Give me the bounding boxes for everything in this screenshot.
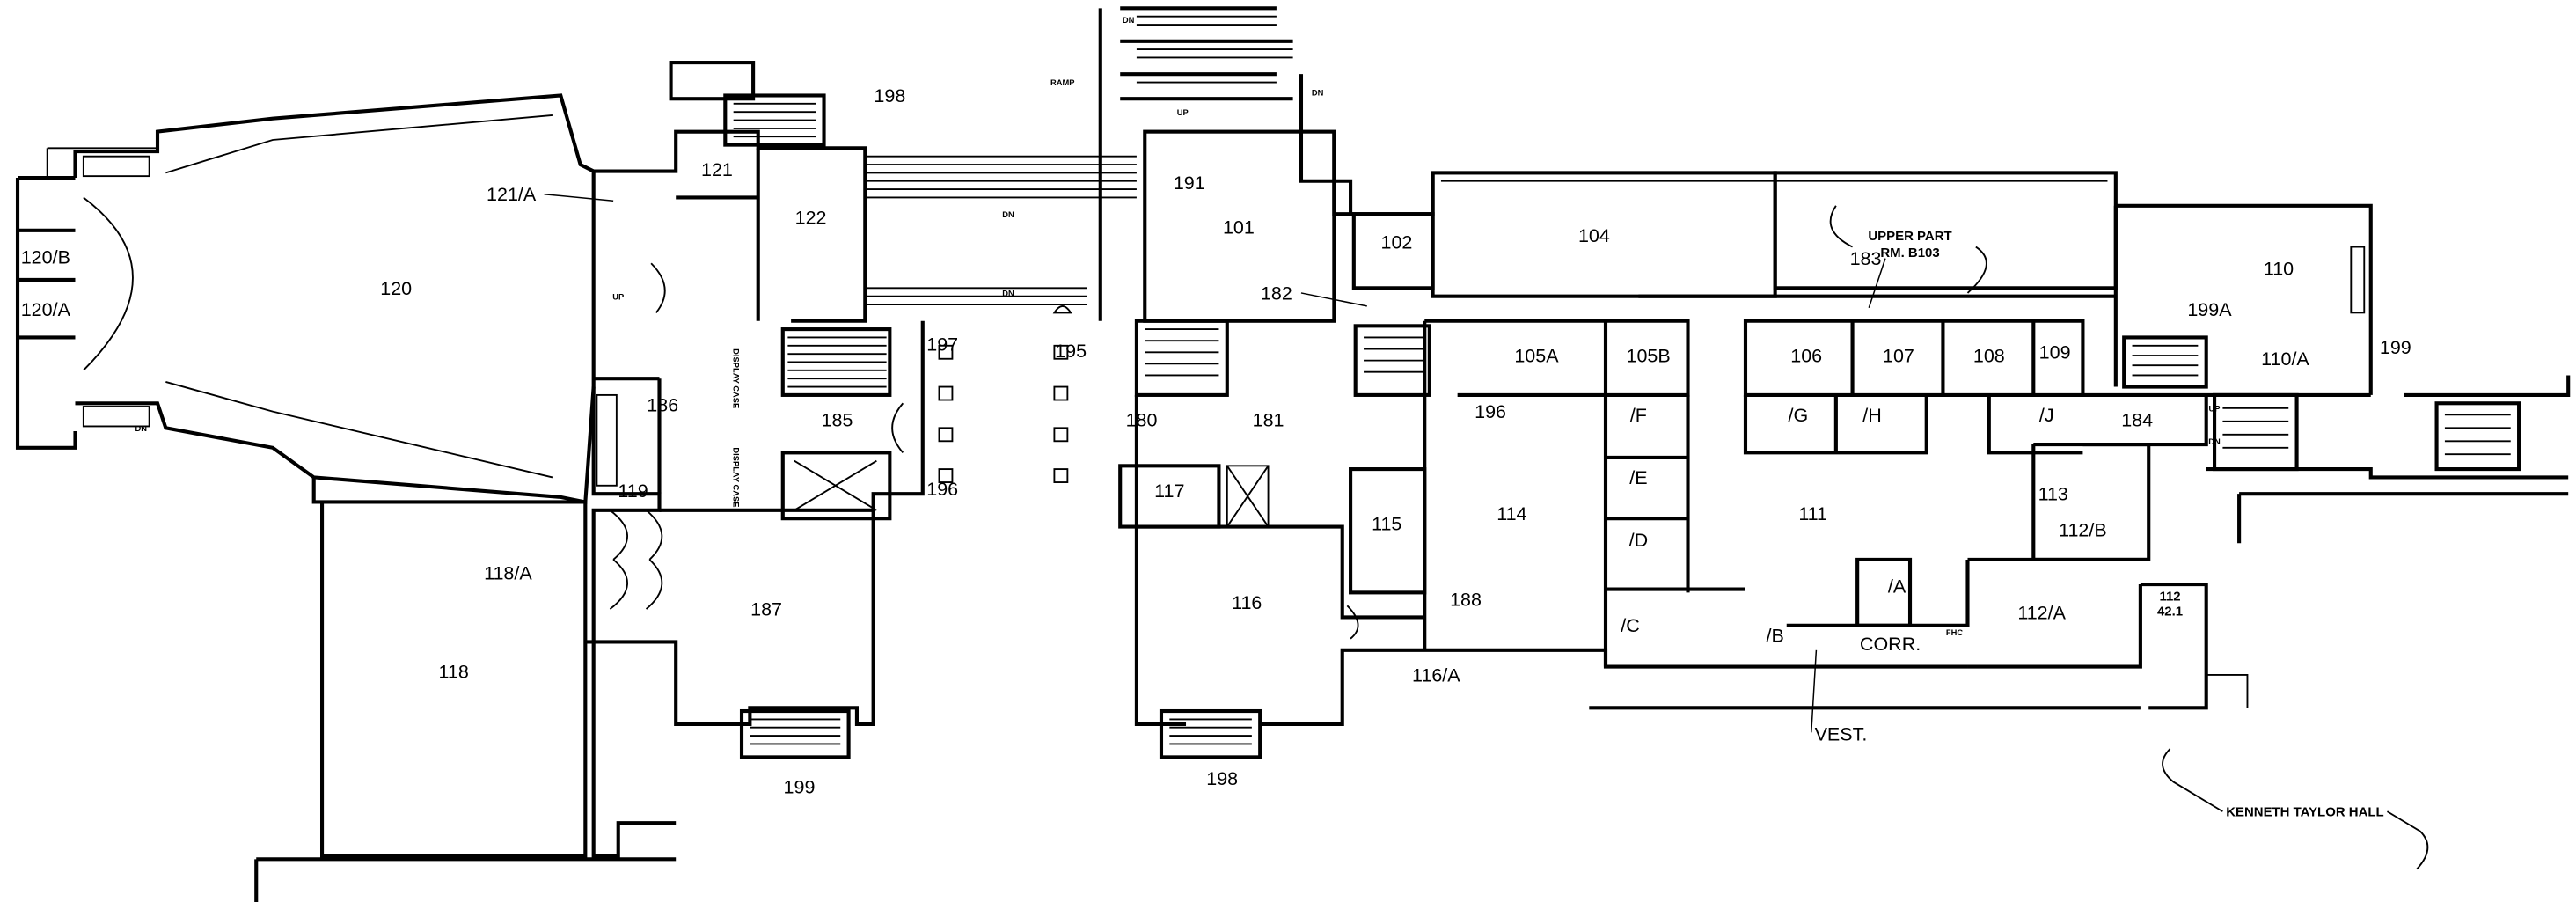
- room-108: 108: [1973, 345, 2005, 366]
- room-107: 107: [1883, 345, 1914, 366]
- room-114: 114: [1497, 503, 1526, 524]
- center-building-walls: [1118, 129, 1608, 759]
- room-184: 184: [2121, 409, 2153, 430]
- room-105B: 105B: [1627, 345, 1671, 366]
- ramp-label: RAMP: [1050, 78, 1075, 87]
- room-181: 181: [1253, 409, 1284, 430]
- dn-label: DN: [1002, 210, 1014, 219]
- room-185: 185: [822, 409, 853, 430]
- room-116A: 116/A: [1412, 664, 1460, 686]
- room-102: 102: [1381, 231, 1413, 253]
- display-case-label: DISPLAY CASE: [732, 447, 741, 507]
- room-A: /A: [1888, 576, 1906, 597]
- room-199-west: 199: [784, 777, 816, 798]
- room-180: 180: [1126, 409, 1158, 430]
- room-119: 119: [618, 480, 648, 502]
- room-labels: 121/A 120 120/B 120/A 121 122 198 186 18…: [21, 85, 2411, 820]
- room-113: 113: [2038, 484, 2068, 505]
- room-182: 182: [1261, 282, 1292, 304]
- upper-part-note: UPPER PART: [1868, 229, 1951, 244]
- room-183: 183: [1850, 248, 1882, 269]
- up-label: UP: [2209, 405, 2221, 414]
- room-D: /D: [1629, 530, 1649, 551]
- room-C: /C: [1621, 615, 1640, 636]
- dn-label: DN: [135, 424, 148, 433]
- room-H: /H: [1862, 405, 1882, 426]
- room-F: /F: [1630, 405, 1647, 426]
- room-112A: 112/A: [2017, 602, 2066, 623]
- room-120: 120: [380, 278, 412, 299]
- room-104: 104: [1578, 225, 1610, 246]
- room-191: 191: [1174, 172, 1205, 194]
- stair-marks: RAMP DN DN DN DN UP UP UP DN DN FHC DISP…: [135, 16, 2221, 637]
- dn-label: DN: [1123, 16, 1135, 25]
- room-G: /G: [1788, 405, 1808, 426]
- room-196-east: 196: [1475, 401, 1506, 422]
- building-label: KENNETH TAYLOR HALL: [2226, 805, 2383, 820]
- room-118: 118: [439, 662, 469, 683]
- dn-label: DN: [1002, 290, 1014, 298]
- room-109: 109: [2039, 342, 2071, 363]
- room-199A: 199A: [2187, 299, 2232, 320]
- bridge-stairs: [865, 6, 1353, 483]
- room-E: /E: [1629, 467, 1647, 488]
- room-vest: VEST.: [1815, 724, 1868, 745]
- fhc-label: FHC: [1946, 628, 1963, 637]
- room-120B: 120/B: [21, 246, 70, 268]
- room-101: 101: [1223, 217, 1255, 238]
- room-121A: 121/A: [487, 184, 537, 205]
- up-label: UP: [612, 292, 624, 301]
- room-117: 117: [1154, 480, 1184, 502]
- room-122: 122: [795, 207, 827, 228]
- east-wing-walls: [1431, 171, 2571, 870]
- room-110: 110: [2264, 258, 2294, 279]
- room-corr: CORR.: [1860, 634, 1921, 655]
- room-115: 115: [1372, 513, 1401, 534]
- room-199-east: 199: [2380, 337, 2411, 358]
- room-106: 106: [1790, 345, 1822, 366]
- room-J: /J: [2039, 405, 2054, 426]
- room-118A: 118/A: [484, 562, 532, 583]
- room-197: 197: [926, 334, 958, 355]
- room-187: 187: [750, 599, 782, 620]
- room-120A: 120/A: [21, 299, 71, 320]
- dn-label: DN: [1312, 88, 1324, 97]
- display-case-label: DISPLAY CASE: [732, 348, 741, 408]
- room-112-area: 42.1: [2157, 605, 2183, 620]
- room-111: 111: [1798, 503, 1827, 524]
- room-195: 195: [1055, 341, 1087, 362]
- room-121: 121: [701, 159, 733, 180]
- room-198-west: 198: [874, 85, 905, 106]
- room-B: /B: [1766, 625, 1783, 646]
- room-112: 112: [2159, 590, 2180, 605]
- room-110A: 110/A: [2261, 348, 2309, 370]
- room-116: 116: [1232, 592, 1262, 613]
- up-label: UP: [1177, 108, 1189, 117]
- room-198-east: 198: [1206, 768, 1238, 789]
- dn-label: DN: [2208, 437, 2221, 446]
- room-188: 188: [1450, 589, 1482, 610]
- room-105A: 105A: [1514, 345, 1559, 366]
- room-112B: 112/B: [2059, 520, 2107, 541]
- west-wing-walls: [15, 61, 925, 902]
- room-196-west: 196: [926, 479, 958, 500]
- room-186: 186: [647, 395, 678, 416]
- rm-b103-note: RM. B103: [1880, 246, 1939, 260]
